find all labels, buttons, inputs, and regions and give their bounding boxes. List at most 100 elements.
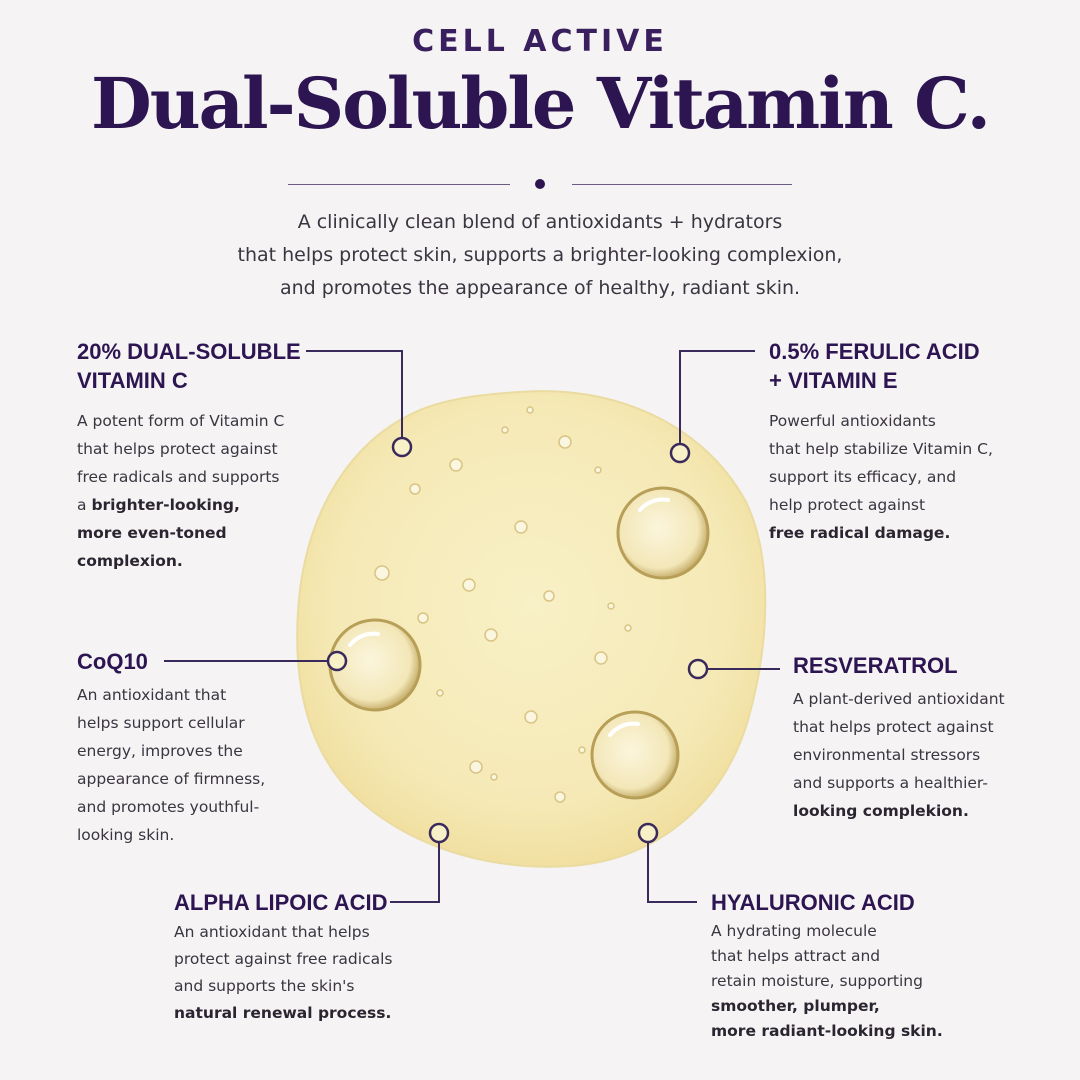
desc-line: support its efficacy, and xyxy=(769,468,957,486)
desc-line: and supports the skin's xyxy=(174,977,355,995)
ingredient-vitamin-c: 20% DUAL-SOLUBLE VITAMIN C A potent form… xyxy=(77,337,301,575)
desc-line: that helps protect against xyxy=(793,718,994,736)
connector-dot-icon xyxy=(669,442,691,464)
bubble-icon xyxy=(436,689,444,697)
small-bubbles xyxy=(374,406,632,803)
ingredient-heading: HYALURONIC ACID xyxy=(711,890,915,915)
bubble-icon xyxy=(484,628,498,642)
desc-bold: brighter-looking, xyxy=(91,496,240,514)
connector-dot-icon xyxy=(428,822,450,844)
ingredient-hyaluronic: HYALURONIC ACID A hydrating molecule tha… xyxy=(711,888,943,1044)
desc-line: An antioxidant that helps xyxy=(174,923,370,941)
ingredient-heading: RESVERATROL xyxy=(793,653,958,678)
desc-bold: looking complekion. xyxy=(793,802,969,820)
ingredient-ferulic: 0.5% FERULIC ACID + VITAMIN E Powerful a… xyxy=(769,337,993,547)
desc-line: and supports a healthier- xyxy=(793,774,988,792)
desc-bold: complexion. xyxy=(77,552,183,570)
ingredient-coq10: CoQ10 An antioxidant that helps support … xyxy=(77,647,265,849)
connector-dot-icon xyxy=(687,658,709,680)
desc-bold: more radiant-looking skin. xyxy=(711,1022,943,1040)
ingredient-heading: CoQ10 xyxy=(77,649,148,674)
heading-line: VITAMIN C xyxy=(77,368,188,393)
bubble-icon xyxy=(469,760,483,774)
bubble-icon xyxy=(514,520,528,534)
divider-left xyxy=(288,184,510,185)
ingredient-resveratrol: RESVERATROL A plant-derived antioxidant … xyxy=(793,651,1005,825)
connector-vitamin-c xyxy=(306,350,403,437)
intro-line: and promotes the appearance of healthy, … xyxy=(279,277,801,299)
ingredient-description: Powerful antioxidants that help stabiliz… xyxy=(769,407,993,547)
connector-dots xyxy=(326,436,709,844)
desc-line: looking skin. xyxy=(77,826,175,844)
desc-line: An antioxidant that xyxy=(77,686,227,704)
ingredient-heading: 0.5% FERULIC ACID + VITAMIN E xyxy=(769,337,993,395)
bubble-icon xyxy=(578,746,586,754)
ingredient-description: A hydrating molecule that helps attract … xyxy=(711,919,943,1044)
bubble-icon xyxy=(501,426,509,434)
desc-bold: more even-toned xyxy=(77,524,227,542)
connector-dot-icon xyxy=(326,650,348,672)
bubble-icon xyxy=(554,791,566,803)
eyebrow-label: CELL ACTIVE xyxy=(412,24,668,59)
heading-line: + VITAMIN E xyxy=(769,368,898,393)
bubble-icon xyxy=(409,483,421,495)
ingredient-heading: ALPHA LIPOIC ACID xyxy=(174,890,388,915)
desc-line: free radicals and supports xyxy=(77,468,280,486)
divider-dot-icon xyxy=(535,179,545,189)
connector-lines xyxy=(164,350,780,903)
desc-bold: natural renewal process. xyxy=(174,1004,392,1022)
bubble-icon xyxy=(594,651,608,665)
ingredient-description: A potent form of Vitamin C that helps pr… xyxy=(77,407,301,575)
desc-line: helps support cellular xyxy=(77,714,245,732)
desc-line: A potent form of Vitamin C xyxy=(77,412,285,430)
desc-line: energy, improves the xyxy=(77,742,243,760)
divider-right xyxy=(572,184,792,185)
large-bubbles xyxy=(328,486,710,800)
connector-alpha-lipoic xyxy=(390,843,440,903)
ingredient-alpha-lipoic: ALPHA LIPOIC ACID An antioxidant that he… xyxy=(174,888,392,1027)
ingredient-description: A plant-derived antioxidant that helps p… xyxy=(793,685,1005,825)
bubble-icon xyxy=(374,565,390,581)
desc-line: a brighter-looking, xyxy=(77,491,301,519)
intro-paragraph: A clinically clean blend of antioxidants… xyxy=(0,206,1080,305)
bubble-icon xyxy=(543,590,555,602)
bubble-icon xyxy=(558,435,572,449)
desc-line: that helps attract and xyxy=(711,947,881,965)
connector-dot-icon xyxy=(637,822,659,844)
bubble-icon xyxy=(490,773,498,781)
desc-bold: smoother, plumper, xyxy=(711,997,880,1015)
desc-line: A plant-derived antioxidant xyxy=(793,690,1005,708)
bubble-icon xyxy=(449,458,463,472)
connector-hyaluronic xyxy=(647,843,697,903)
desc-line: that helps protect against xyxy=(77,440,278,458)
desc-bold: free radical damage. xyxy=(769,524,951,542)
desc-line: and promotes youthful- xyxy=(77,798,260,816)
page-headline: Dual-Soluble Vitamin C. xyxy=(91,62,991,145)
bubble-icon xyxy=(624,624,632,632)
bubble-icon xyxy=(462,578,476,592)
bubble-icon xyxy=(417,612,429,624)
intro-line: that helps protect skin, supports a brig… xyxy=(237,244,843,266)
connector-ferulic xyxy=(679,350,755,443)
desc-line: appearance of firmness, xyxy=(77,770,266,788)
desc-line: protect against free radicals xyxy=(174,950,393,968)
desc-line: that help stabilize Vitamin C, xyxy=(769,440,993,458)
desc-line: help protect against xyxy=(769,496,926,514)
desc-line: retain moisture, supporting xyxy=(711,972,923,990)
bubble-icon xyxy=(524,710,538,724)
bubble-icon xyxy=(594,466,602,474)
ingredient-heading: 20% DUAL-SOLUBLE VITAMIN C xyxy=(77,337,301,395)
heading-line: 0.5% FERULIC ACID xyxy=(769,339,980,364)
connector-dot-icon xyxy=(391,436,413,458)
desc-line: environmental stressors xyxy=(793,746,981,764)
desc-line: A hydrating molecule xyxy=(711,922,877,940)
ingredient-description: An antioxidant that helps protect agains… xyxy=(174,919,392,1027)
desc-line: Powerful antioxidants xyxy=(769,412,936,430)
ingredient-description: An antioxidant that helps support cellul… xyxy=(77,681,265,849)
intro-line: A clinically clean blend of antioxidants… xyxy=(297,211,783,233)
bubble-icon xyxy=(607,602,615,610)
heading-line: 20% DUAL-SOLUBLE xyxy=(77,339,301,364)
bubble-icon xyxy=(526,406,534,414)
desc-prefix: a xyxy=(77,496,92,514)
